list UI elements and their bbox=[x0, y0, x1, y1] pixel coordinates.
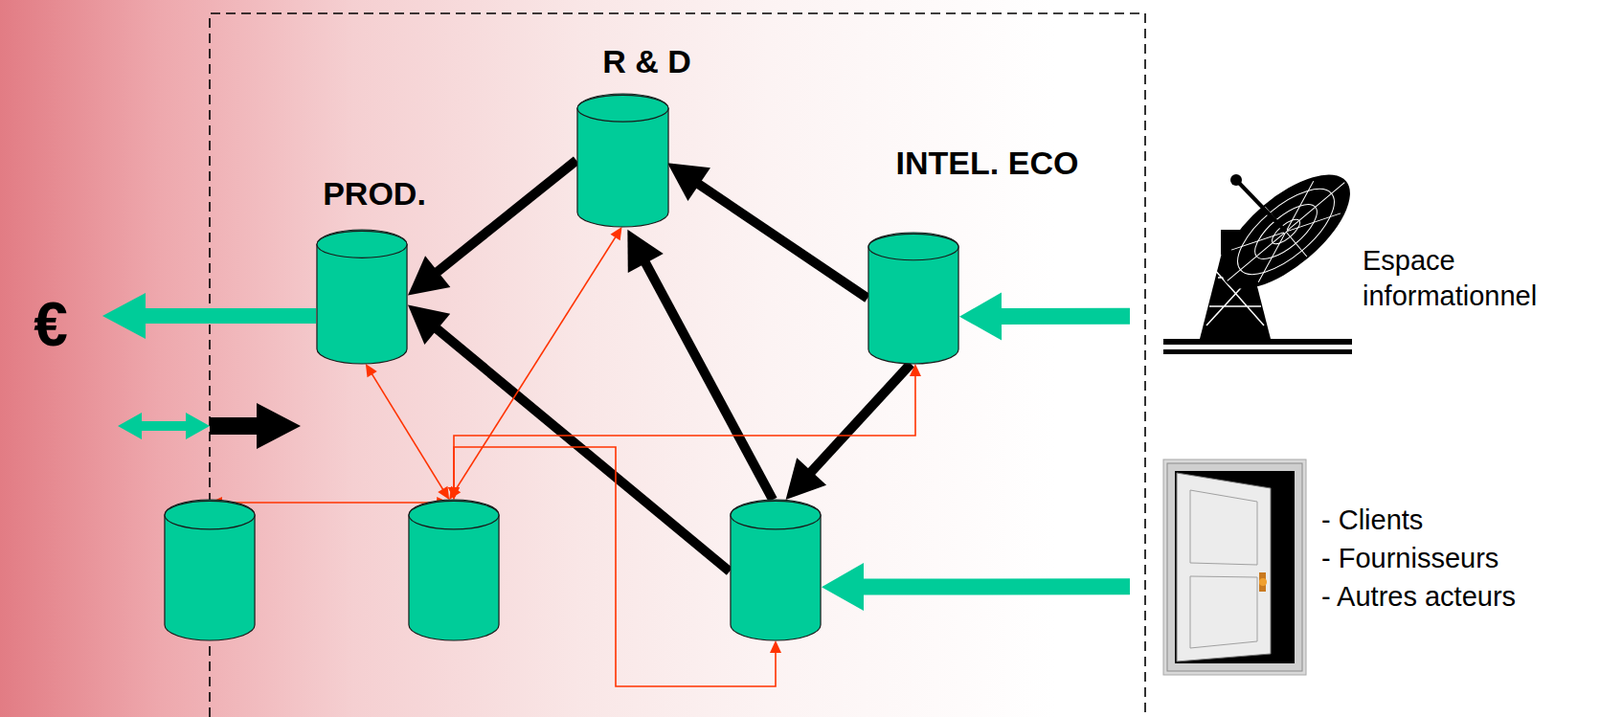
storage-cylinder: INTEL. ECO bbox=[867, 232, 960, 364]
arrow-head bbox=[407, 255, 451, 295]
connector-line bbox=[454, 235, 617, 491]
cylinder-body bbox=[408, 499, 499, 641]
node-heading: PROD. bbox=[322, 175, 427, 212]
cylinder-body bbox=[577, 93, 669, 227]
source-label: Espace informationnel bbox=[1362, 243, 1537, 315]
connector-line bbox=[808, 363, 912, 476]
node-heading: R & D bbox=[602, 43, 692, 80]
arrow-connector bbox=[448, 363, 922, 500]
arrow-head bbox=[448, 487, 460, 500]
arrow-connector bbox=[667, 162, 868, 298]
cylinder-body bbox=[164, 499, 255, 641]
storage-cylinder: R & D bbox=[576, 93, 670, 227]
svg-part bbox=[1203, 155, 1369, 310]
open-door bbox=[1163, 459, 1307, 676]
storage-cylinder bbox=[407, 499, 500, 641]
svg-part bbox=[1174, 471, 1295, 664]
svg-part bbox=[1167, 463, 1303, 672]
arrow-head bbox=[786, 457, 828, 500]
arrow-head bbox=[909, 363, 922, 377]
arrow-connector bbox=[449, 226, 622, 500]
svg-part bbox=[117, 412, 210, 440]
exchange-symbol bbox=[117, 403, 301, 450]
connector-line bbox=[642, 258, 773, 500]
arrow-head bbox=[821, 563, 864, 611]
arrow-head bbox=[959, 292, 1002, 341]
cylinder-body bbox=[316, 229, 407, 364]
cylinder-top bbox=[164, 500, 255, 529]
storage-cylinder: PROD. bbox=[315, 229, 408, 364]
connector-line bbox=[453, 447, 776, 687]
source-label: - Clients bbox=[1321, 500, 1516, 540]
cylinder-shape bbox=[576, 93, 670, 227]
output-arrow bbox=[102, 292, 316, 339]
cylinder-body bbox=[868, 232, 959, 364]
arrow-connector bbox=[365, 363, 450, 500]
svg-part bbox=[1206, 157, 1366, 307]
cylinder-shape bbox=[867, 232, 960, 364]
connector-line bbox=[994, 308, 1130, 325]
arrow-connector bbox=[627, 229, 773, 500]
svg-part bbox=[1176, 473, 1271, 662]
cylinder-top bbox=[408, 500, 499, 529]
company-boundary bbox=[209, 13, 1146, 717]
label-holder: INTEL. ECO bbox=[896, 144, 1080, 182]
cylinder-shape bbox=[407, 499, 500, 641]
arrow-connector bbox=[821, 563, 1130, 611]
arrow-connector bbox=[959, 292, 1130, 341]
label-holder: PROD. bbox=[322, 175, 427, 213]
cylinder-body bbox=[730, 499, 821, 641]
arrow-head bbox=[610, 226, 623, 241]
arrow-head bbox=[627, 229, 663, 273]
svg-part bbox=[209, 403, 301, 450]
label-holder: € bbox=[33, 289, 68, 361]
storage-cylinder bbox=[729, 499, 822, 641]
connector-line bbox=[371, 372, 445, 491]
arrow-connector bbox=[407, 160, 577, 296]
cylinder-top bbox=[577, 94, 669, 122]
connector-line bbox=[453, 374, 916, 490]
arrow-head bbox=[407, 304, 451, 345]
svg-part bbox=[1238, 181, 1286, 232]
cylinder-shape bbox=[163, 499, 256, 641]
cylinder-shape bbox=[315, 229, 408, 364]
cylinder-top bbox=[730, 500, 821, 529]
text-holder: Espace informationnel bbox=[1362, 243, 1537, 315]
cylinder-top bbox=[316, 230, 407, 258]
svg-part bbox=[1163, 338, 1353, 345]
svg-part bbox=[1259, 572, 1266, 592]
svg-part bbox=[1190, 576, 1258, 649]
arrow-head bbox=[448, 487, 460, 500]
node-heading: INTEL. ECO bbox=[896, 144, 1080, 181]
svg-part bbox=[1259, 578, 1267, 586]
svg-part bbox=[1203, 155, 1369, 310]
source-label: - Fournisseurs bbox=[1321, 539, 1516, 578]
svg-part bbox=[1190, 490, 1258, 565]
svg-part bbox=[1163, 349, 1353, 355]
cylinder-shape bbox=[729, 499, 822, 641]
connector-line bbox=[220, 501, 439, 504]
arrow-head bbox=[365, 363, 378, 378]
connector-line bbox=[694, 180, 868, 298]
source-picture-node: - Clients- Fournisseurs- Autres acteurs bbox=[1163, 459, 1524, 676]
svg-part bbox=[1230, 174, 1242, 186]
source-label: - Autres acteurs bbox=[1321, 577, 1516, 616]
source-picture-node: Espace informationnel bbox=[1163, 153, 1545, 365]
text-holder: - Clients- Fournisseurs- Autres acteurs bbox=[1321, 500, 1516, 616]
svg-part bbox=[1163, 459, 1307, 676]
label-holder: R & D bbox=[602, 43, 692, 81]
satellite-dish bbox=[1163, 155, 1369, 355]
currency-sign: € bbox=[33, 290, 68, 360]
svg-part bbox=[1224, 174, 1348, 290]
arrow-head bbox=[769, 640, 782, 654]
connector-line bbox=[433, 160, 577, 276]
storage-cylinder bbox=[163, 499, 256, 641]
arrow-connector bbox=[786, 363, 912, 500]
arrow-head bbox=[437, 486, 450, 500]
connector-line bbox=[856, 578, 1130, 595]
arrow-head bbox=[667, 162, 711, 202]
cylinder-top bbox=[868, 233, 959, 260]
